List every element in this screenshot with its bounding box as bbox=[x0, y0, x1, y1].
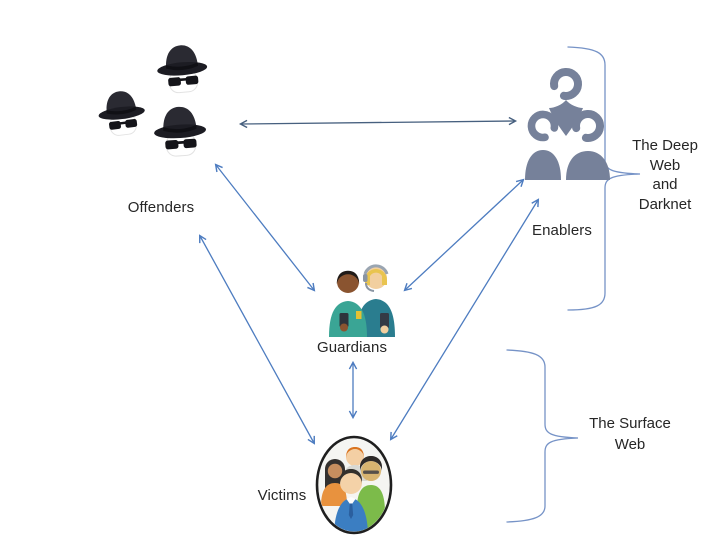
spy-top bbox=[154, 42, 210, 95]
deep-web-line-2: Web bbox=[649, 156, 681, 174]
offenders-label: Offenders bbox=[127, 199, 195, 216]
victims-label: Victims bbox=[257, 487, 307, 504]
deep-web-brace bbox=[567, 46, 641, 311]
deep-web-line-3: and bbox=[652, 176, 678, 193]
spy-left bbox=[95, 88, 148, 139]
edge-guardians-enablers bbox=[403, 178, 525, 292]
surface-web-brace bbox=[506, 349, 579, 523]
two-people-with-phones-icon bbox=[329, 264, 395, 337]
edge-offenders-enablers bbox=[238, 116, 518, 129]
surface-web-region-label: The Surface Web bbox=[578, 413, 682, 455]
guardian-right bbox=[357, 264, 395, 337]
spy-front bbox=[151, 104, 209, 159]
deep-web-region-label: The Deep Web and Darknet bbox=[613, 136, 717, 214]
crowd-in-ellipse-icon bbox=[315, 435, 393, 535]
people-group-icon bbox=[525, 68, 610, 180]
edge-offenders-guardians bbox=[214, 163, 316, 292]
edge-victims-enablers bbox=[389, 198, 540, 441]
surface-web-line-1: The Surface bbox=[589, 415, 671, 432]
guardians-label: Guardians bbox=[316, 339, 388, 356]
deep-web-line-1: The Deep bbox=[632, 137, 698, 154]
edge-offenders-victims bbox=[199, 234, 315, 445]
incognito-spies-icon bbox=[95, 42, 210, 159]
deep-web-line-4: Darknet bbox=[638, 195, 692, 213]
surface-web-line-2: Web bbox=[614, 436, 646, 453]
enablers-label: Enablers bbox=[531, 222, 592, 239]
guardian-left bbox=[329, 270, 367, 337]
